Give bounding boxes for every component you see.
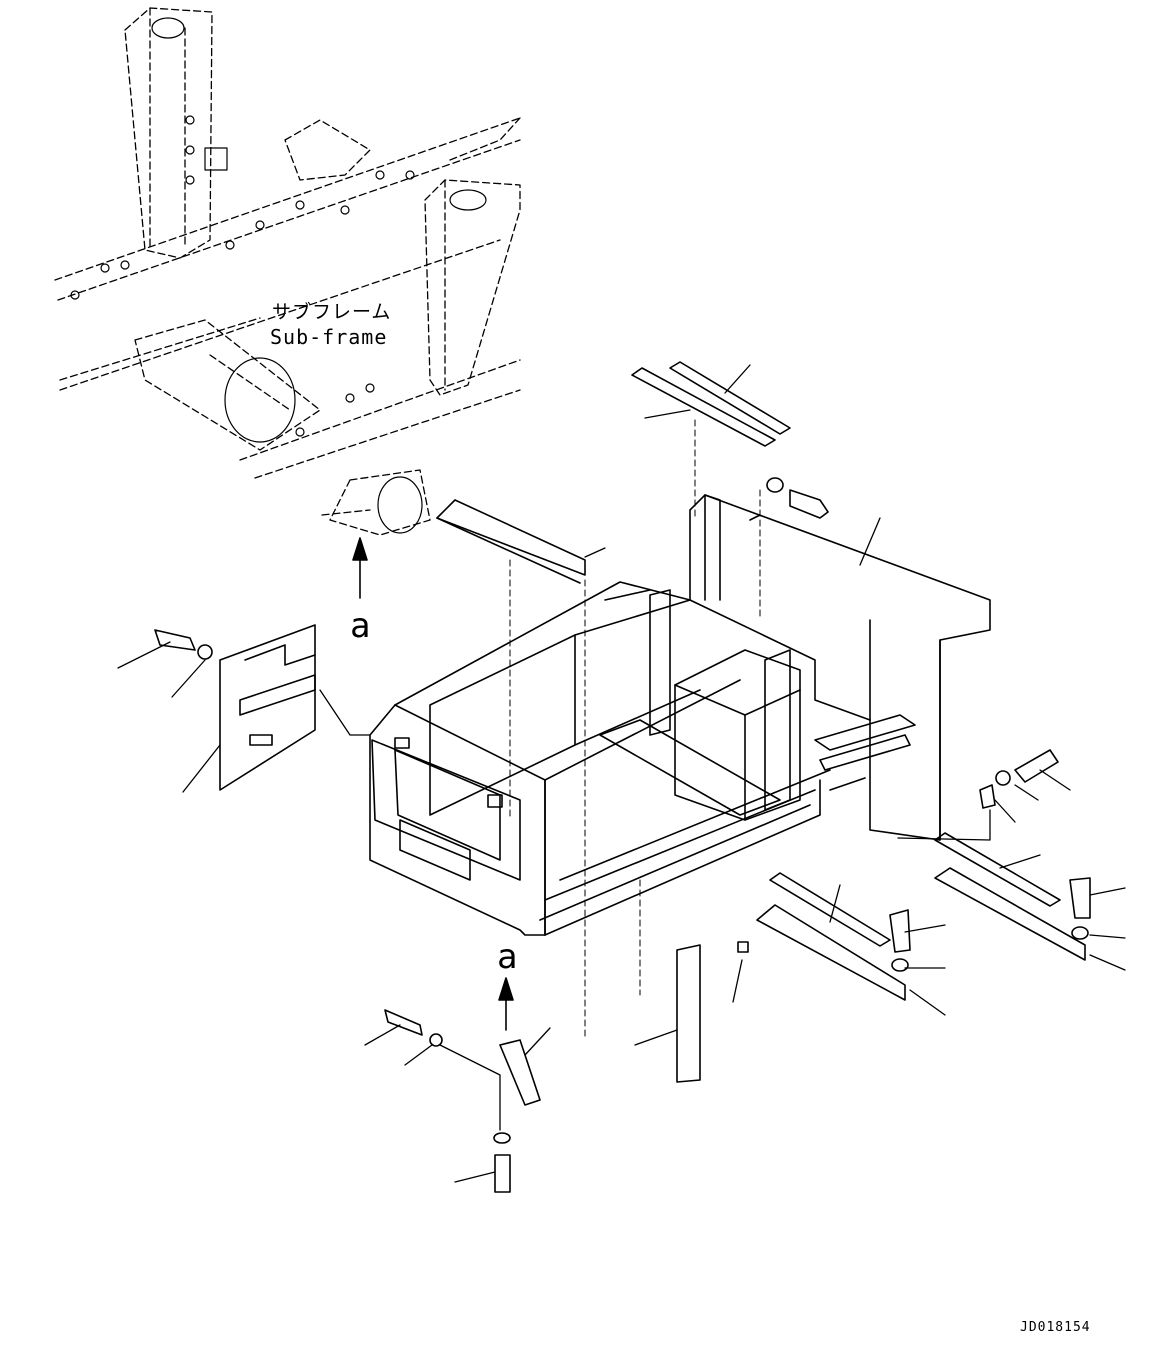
fasteners — [154, 477, 1091, 1193]
rear-cover — [689, 494, 991, 841]
subframe-label-jp: サブフレーム — [272, 301, 392, 323]
view-arrows — [352, 537, 514, 1031]
side-plate — [219, 624, 316, 791]
subframe-label-en: Sub-frame — [270, 325, 388, 349]
seal-strips — [436, 361, 1086, 1001]
main-frame — [369, 581, 831, 936]
sub-frame-assembly — [54, 7, 521, 536]
view-marker-a-bottom: a — [497, 937, 518, 977]
step-rails — [814, 714, 916, 791]
front-panel — [371, 737, 521, 881]
view-marker-a-top: a — [350, 606, 371, 646]
alignment-lines — [509, 419, 761, 1041]
sub-frame-details — [70, 17, 487, 534]
leader-lines — [117, 364, 1126, 1183]
drawing-code: JD018154 — [1020, 1320, 1091, 1335]
